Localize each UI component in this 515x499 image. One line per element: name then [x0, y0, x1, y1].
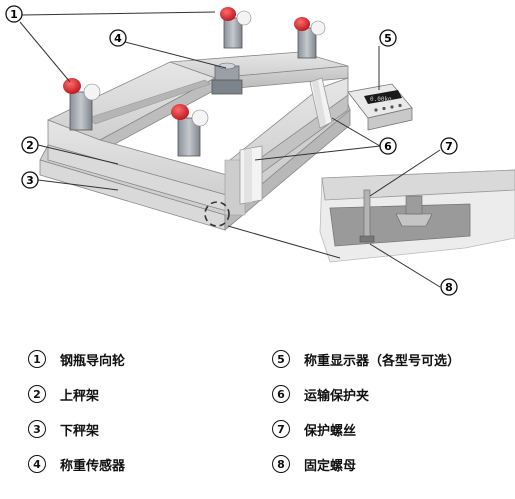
detail-inset — [319, 169, 515, 263]
legend-number: 3 — [28, 420, 46, 438]
weight-display: 0.00kg — [347, 83, 413, 131]
svg-text:6: 6 — [384, 140, 392, 153]
legend-number: 6 — [272, 385, 290, 403]
legend-item-4: 4 称重传感器 — [28, 453, 125, 475]
callout-5: 5 — [379, 29, 397, 47]
display-reading: 0.00kg — [370, 96, 392, 103]
legend-item-6: 6 运输保护夹 — [272, 383, 369, 405]
svg-text:3: 3 — [26, 174, 34, 187]
callout-7: 7 — [440, 137, 458, 155]
svg-text:8: 8 — [445, 281, 453, 294]
load-cell — [211, 62, 243, 95]
legend-item-3: 3 下秤架 — [28, 418, 99, 440]
legend-number: 7 — [272, 420, 290, 438]
legend-label: 上秤架 — [60, 388, 100, 404]
legend-number: 2 — [28, 385, 46, 403]
svg-text:5: 5 — [384, 32, 392, 45]
callout-2: 2 — [21, 136, 39, 154]
transport-clamps — [239, 77, 333, 205]
legend-label: 下秤架 — [60, 423, 100, 439]
legend-item-7: 7 保护螺丝 — [272, 418, 356, 440]
callout-8: 8 — [440, 278, 458, 296]
callout-3: 3 — [21, 171, 39, 189]
legend-label: 运输保护夹 — [304, 388, 370, 404]
legend-number: 1 — [28, 350, 46, 368]
svg-text:4: 4 — [114, 32, 122, 45]
legend: 1 钢瓶导向轮 2 上秤架 3 下秤架 4 称重传感器 5 称重显示器（各型号可… — [0, 348, 515, 499]
detail-marker — [204, 201, 230, 227]
callout-lines — [19, 11, 441, 288]
callout-6: 6 — [379, 137, 397, 155]
svg-text:1: 1 — [10, 8, 18, 21]
legend-label: 固定螺母 — [304, 458, 357, 474]
legend-label: 称重显示器（各型号可选） — [304, 353, 461, 369]
svg-text:2: 2 — [26, 139, 34, 152]
legend-number: 5 — [272, 350, 290, 368]
legend-item-2: 2 上秤架 — [28, 383, 99, 405]
callout-markers: 1 4 5 2 3 6 7 8 — [5, 5, 458, 296]
scale-diagram: 0.00kg 1 4 5 2 3 6 7 8 — [5, 5, 515, 296]
legend-item-8: 8 固定螺母 — [272, 453, 356, 475]
legend-label: 保护螺丝 — [304, 423, 357, 439]
legend-label: 钢瓶导向轮 — [60, 353, 126, 369]
legend-label: 称重传感器 — [60, 458, 126, 474]
guide-wheels — [63, 7, 326, 157]
callout-1: 1 — [5, 5, 23, 23]
legend-number: 4 — [28, 455, 46, 473]
svg-text:7: 7 — [445, 140, 453, 153]
legend-item-5: 5 称重显示器（各型号可选） — [272, 348, 460, 370]
legend-item-1: 1 钢瓶导向轮 — [28, 348, 125, 370]
legend-number: 8 — [272, 455, 290, 473]
callout-4: 4 — [109, 29, 127, 47]
